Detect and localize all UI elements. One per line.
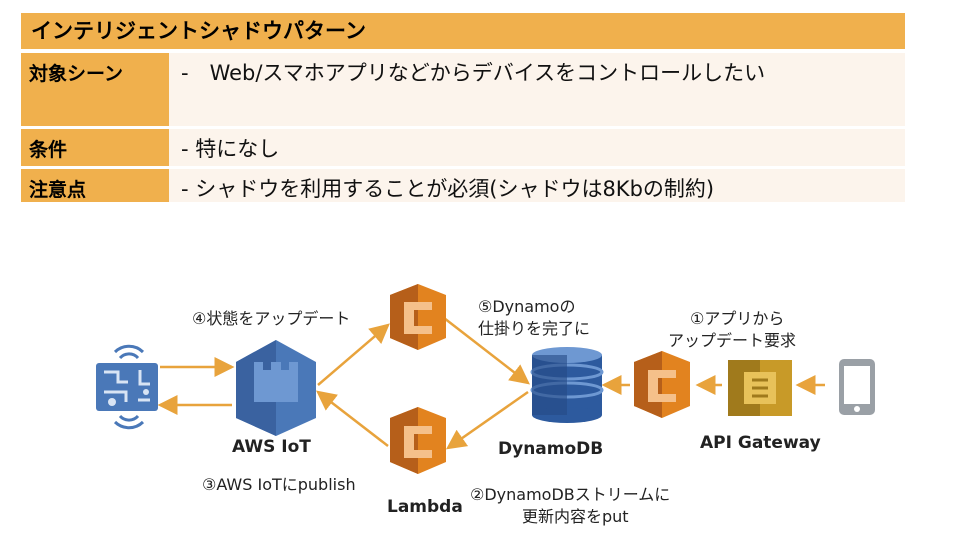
aws-iot-label: AWS IoT [232,437,311,457]
row-label: 対象シーン [21,53,169,126]
row-value: - シャドウを利用することが必須(シャドウは8Kbの制約) [169,169,905,202]
step5-label-line1: ⑤Dynamoの [478,297,576,316]
lambda-icon-right [634,351,690,418]
arrow-lambda-top-to-dynamodb [443,317,530,385]
table-row-caution: 注意点 - シャドウを利用することが必須(シャドウは8Kbの制約) [21,169,905,202]
step1-label-line1: ①アプリから [690,309,785,328]
arrow-iot-to-lambda-top [317,323,390,386]
step1-label-line2: アップデート要求 [668,331,797,350]
row-label: 条件 [21,129,169,166]
api-gateway-label: API Gateway [700,433,821,453]
table-row-scene: 対象シーン - Web/スマホアプリなどからデバイスをコントロールしたい [21,53,905,126]
table-title: インテリジェントシャドウパターン [21,13,905,49]
dynamodb-icon [530,347,604,423]
step2-label-line2: 更新内容をput [522,507,629,526]
row-value: - 特になし [169,129,905,166]
dynamodb-label: DynamoDB [498,439,604,459]
step2-label-line1: ②DynamoDBストリームに [470,485,671,504]
aws-iot-icon [236,340,316,436]
api-gateway-icon [728,360,792,416]
row-value: - Web/スマホアプリなどからデバイスをコントロールしたい [169,53,905,126]
flow-arrows [157,317,825,450]
step5-label-line2: 仕掛りを完了に [478,319,591,338]
row-label: 注意点 [21,169,169,202]
lambda-icon-top [390,284,446,350]
mobile-phone-icon [839,359,875,415]
table-row-condition: 条件 - 特になし [21,129,905,166]
lambda-icon-bottom [390,407,446,474]
arrow-dynamodb-to-lambda-bottom [445,390,529,450]
lambda-label: Lambda [387,497,463,517]
step3-label: ③AWS IoTにpublish [202,475,356,494]
arrow-lambda-bottom-to-iot [316,390,389,447]
device-sensor-icon [96,344,158,430]
step4-label: ④状態をアップデート [192,309,351,328]
